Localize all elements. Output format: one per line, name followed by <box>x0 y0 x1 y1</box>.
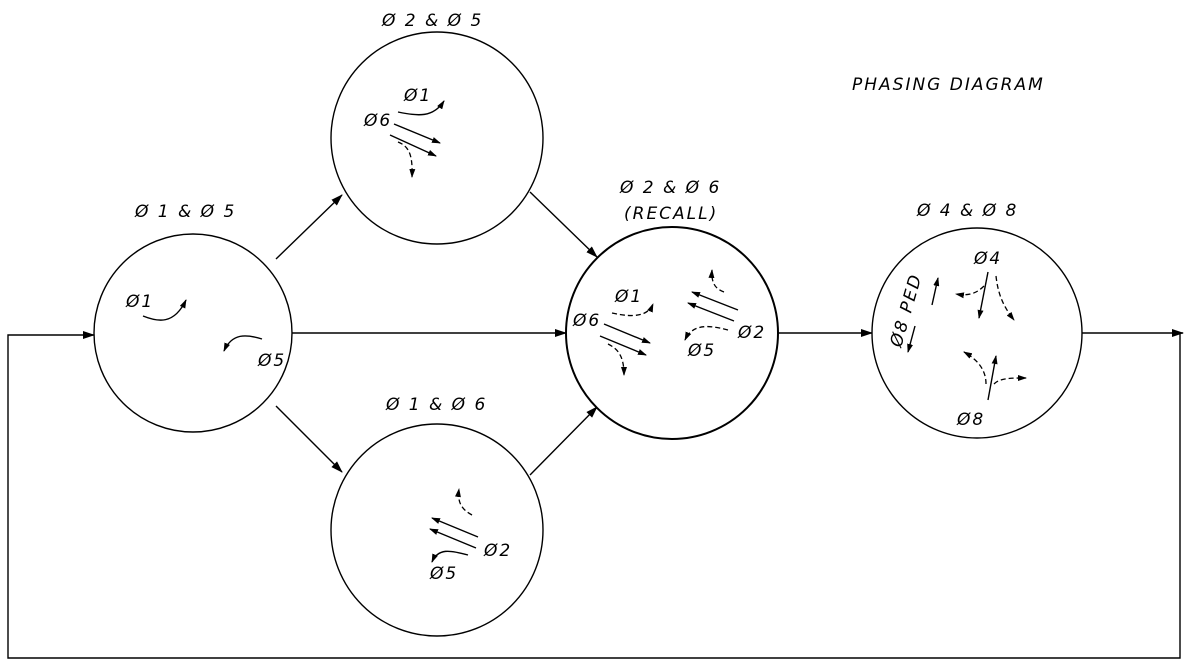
phase-label: Ø2 <box>737 323 766 343</box>
right-turn-arrow <box>993 375 1027 385</box>
through-arrow <box>599 335 647 356</box>
right-turn-arrow <box>454 488 473 516</box>
through-arrow <box>977 271 989 319</box>
through-arrow <box>603 323 651 344</box>
through-arrow <box>431 517 479 538</box>
phase-heading: Ø 2 & Ø 5 <box>381 11 483 31</box>
phase-heading: Ø 1 & Ø 5 <box>134 202 236 222</box>
phase-label: Ø1 <box>403 86 432 106</box>
phase-label: Ø6 <box>572 311 601 331</box>
left-turn-arrow <box>955 285 985 299</box>
through-arrow <box>429 528 477 549</box>
phase-heading: Ø 4 & Ø 8 <box>916 201 1018 221</box>
phase-circle <box>330 423 544 637</box>
transition-p16-p26 <box>529 406 598 476</box>
transition-p15-p25 <box>275 194 343 260</box>
through-arrow <box>393 123 441 144</box>
phase-label: Ø6 <box>363 111 392 131</box>
right-turn-arrow <box>708 269 725 293</box>
through-arrow <box>691 291 739 311</box>
phase-label: Ø5 <box>257 351 286 371</box>
ped-arrow-down <box>907 325 916 353</box>
phase-label: Ø8 <box>956 410 985 430</box>
right-turn-arrow <box>995 275 1015 321</box>
transition-lines <box>7 191 1184 659</box>
transition-p25-p26 <box>529 191 598 258</box>
phase-label: Ø4 <box>973 249 1002 269</box>
transition-p15-p16 <box>275 405 343 473</box>
left-turn-arrow <box>397 100 445 116</box>
phase-heading: Ø 1 & Ø 6 <box>385 395 487 415</box>
phase-circle <box>93 233 293 433</box>
phase-node-p25: Ø 2 & Ø 5 Ø1 Ø6 <box>330 11 544 245</box>
right-turn-arrow <box>607 343 627 376</box>
left-turn-arrow <box>684 325 729 341</box>
diagram-title: PHASING DIAGRAM <box>852 75 1045 95</box>
phase-circle <box>330 31 544 245</box>
phase-circle <box>871 227 1083 439</box>
phase-node-p26: Ø 2 & Ø 6 (RECALL) Ø1 Ø6 Ø2 Ø5 <box>565 178 779 440</box>
through-arrow <box>389 134 437 157</box>
through-arrow <box>687 302 735 322</box>
through-arrow <box>987 355 998 401</box>
ped-arrow-up <box>931 277 940 306</box>
left-turn-arrow <box>611 303 654 317</box>
left-turn-arrow <box>431 550 469 563</box>
phase-label: Ø2 <box>483 541 512 561</box>
phase-label: Ø5 <box>687 341 716 361</box>
left-turn-arrow <box>223 335 263 352</box>
left-turn-arrow <box>142 299 187 321</box>
phase-label: Ø1 <box>125 292 154 312</box>
transition-p48-p15-loop <box>7 331 1181 659</box>
phase-node-p15: Ø 1 & Ø 5 Ø1 Ø5 <box>93 202 293 433</box>
phase-node-p16: Ø 1 & Ø 6 Ø2 Ø5 <box>330 395 544 637</box>
phase-node-p48: Ø 4 & Ø 8 Ø8 PED Ø4 Ø8 <box>871 201 1083 439</box>
left-turn-arrow <box>963 351 987 385</box>
phase-circle <box>565 226 779 440</box>
phase-heading: Ø 2 & Ø 6 <box>619 178 721 198</box>
phase-subheading: (RECALL) <box>624 204 718 224</box>
phase-label: Ø5 <box>429 564 458 584</box>
right-turn-arrow <box>397 141 416 178</box>
phase-label: Ø1 <box>614 287 643 307</box>
